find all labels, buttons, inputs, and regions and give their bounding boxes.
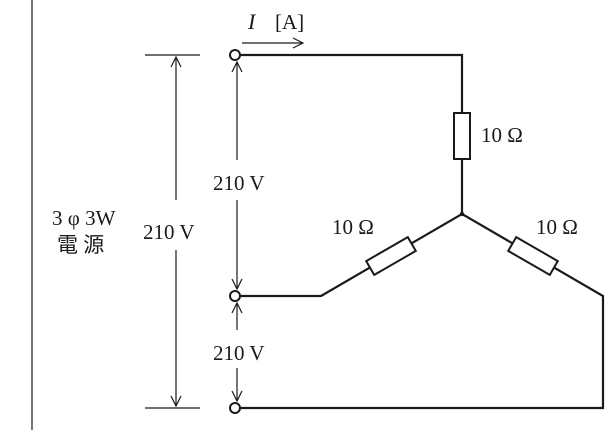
resistor-left	[364, 235, 418, 277]
wire-bottom-branch	[238, 212, 605, 410]
current-unit: [A]	[275, 10, 304, 34]
source-name-label: 電 源	[57, 233, 104, 257]
terminal-top	[229, 49, 241, 61]
current-symbol: I	[247, 9, 257, 34]
terminal-bottom	[229, 402, 241, 414]
source-line-voltage-label: 210 V	[143, 220, 195, 244]
resistor-top	[453, 112, 471, 160]
wire-top-to-resistor	[238, 53, 464, 115]
resistor-right-label: 10 Ω	[536, 215, 578, 239]
resistor-top-label: 10 Ω	[481, 123, 523, 147]
wire-middle-branch	[238, 212, 464, 298]
terminal-middle	[229, 290, 241, 302]
source-type-label: 3 φ 3W	[52, 206, 116, 230]
resistor-left-label: 10 Ω	[332, 215, 374, 239]
resistor-right	[506, 235, 560, 277]
lower-phase-voltage-label: 210 V	[213, 341, 265, 365]
upper-phase-voltage-label: 210 V	[213, 171, 265, 195]
star-neutral-point	[459, 211, 465, 217]
